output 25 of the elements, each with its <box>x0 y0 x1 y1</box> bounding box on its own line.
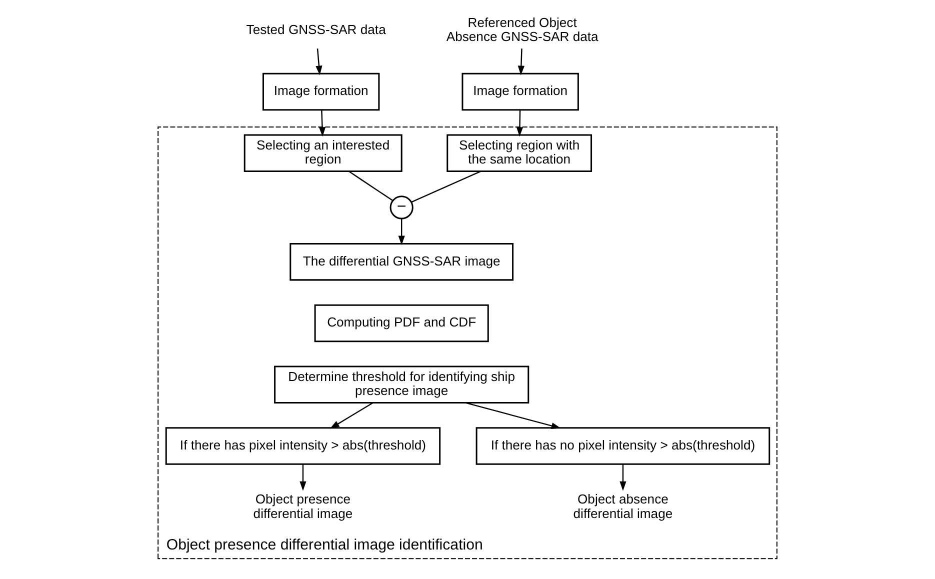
connector <box>348 170 394 202</box>
node-box: Determine threshold for identifying ship presence image <box>274 366 530 404</box>
node-box: Image formation <box>462 72 579 111</box>
arrow <box>316 48 322 76</box>
node-text: Tested GNSS-SAR data <box>246 22 386 37</box>
node-text: Object absence differential image <box>573 492 673 521</box>
arrow <box>518 48 524 76</box>
arrow <box>620 464 626 491</box>
node-circle: − <box>390 196 414 220</box>
arrow <box>330 402 374 429</box>
arrow <box>465 402 561 430</box>
node-text: Object presence differential image <box>253 492 353 521</box>
node-box: If there has no pixel intensity > abs(threshold) <box>476 427 770 465</box>
arrow <box>398 218 405 246</box>
arrow <box>318 110 326 137</box>
node-box: If there has pixel intensity > abs(threshold) <box>165 427 441 465</box>
node-box: The differential GNSS-SAR image <box>290 242 514 281</box>
node-text: Referenced Object Absence GNSS-SAR data <box>446 14 598 44</box>
node-box: Image formation <box>262 72 380 111</box>
arrow <box>300 464 306 491</box>
node-box: Selecting region with the same location <box>446 134 592 172</box>
node-box: Selecting an interested region <box>244 134 402 172</box>
arrow <box>516 110 524 137</box>
connector <box>411 170 482 203</box>
node-box: Computing PDF and CDF <box>314 304 489 342</box>
